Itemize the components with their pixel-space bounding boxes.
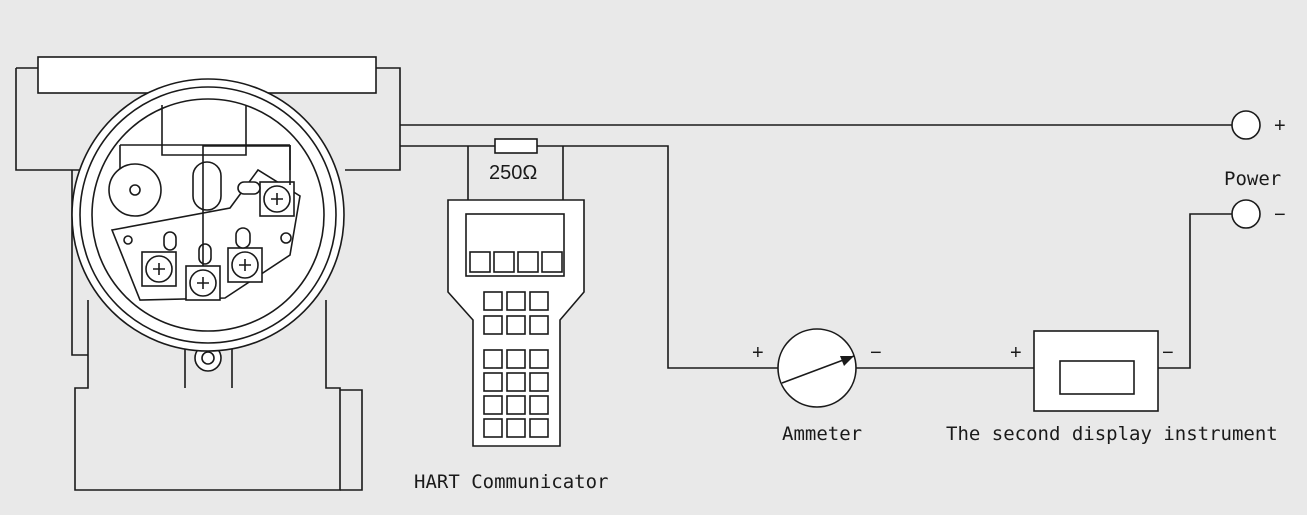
- transmitter-side-block: [340, 389, 363, 491]
- display-label: The second display instrument: [946, 423, 1278, 445]
- transmitter-plug-inner: [201, 351, 215, 365]
- terminal-3-cross: [239, 259, 251, 271]
- hart-key[interactable]: [483, 315, 503, 335]
- hart-key[interactable]: [529, 349, 549, 369]
- hart-key[interactable]: [506, 291, 526, 311]
- hart-key[interactable]: [483, 372, 503, 392]
- transmitter-inner-slot: [161, 105, 247, 156]
- wire-through-resistor: [400, 145, 778, 369]
- power-supply: [1231, 110, 1261, 229]
- display-plus-sign: +: [1010, 342, 1022, 364]
- power-plus-sign: +: [1274, 115, 1286, 137]
- terminal-screw-3: [227, 227, 263, 283]
- resistor-250-ohm: [494, 138, 538, 154]
- transmitter-lower-housing: [71, 170, 341, 491]
- hart-key[interactable]: [529, 291, 549, 311]
- transmitter-dial-inner: [91, 98, 325, 332]
- hart-key[interactable]: [506, 315, 526, 335]
- display-screen: [1059, 360, 1135, 395]
- power-negative-terminal: [1231, 199, 1261, 229]
- ammeter-dial: [777, 328, 857, 408]
- ammeter-plus-sign: +: [752, 342, 764, 364]
- terminal-screw-2: [185, 243, 221, 301]
- hart-key[interactable]: [506, 372, 526, 392]
- hart-softkey-2[interactable]: [493, 251, 515, 273]
- terminal-4-tab: [237, 181, 261, 195]
- hart-key[interactable]: [529, 418, 549, 438]
- terminal-3-tab: [235, 227, 251, 249]
- display-minus-sign: −: [1162, 342, 1174, 364]
- terminal-2-cross: [197, 277, 209, 289]
- transmitter-body-frame: [15, 67, 401, 171]
- hart-softkey-1[interactable]: [469, 251, 491, 273]
- transmitter-screw-hole: [280, 232, 292, 244]
- hart-key[interactable]: [506, 418, 526, 438]
- transmitter-oval-slot: [192, 161, 222, 211]
- hart-key[interactable]: [483, 418, 503, 438]
- hart-label: HART Communicator: [414, 471, 608, 493]
- power-positive-terminal: [1231, 110, 1261, 140]
- transmitter-screw-hole-left: [123, 235, 133, 245]
- wire-hart-leads: [467, 146, 564, 200]
- ammeter-arrow-head: [840, 356, 854, 366]
- hart-key[interactable]: [529, 315, 549, 335]
- wiring: [400, 124, 1232, 369]
- transmitter-dial-ring: [79, 86, 337, 344]
- hart-softkey-4[interactable]: [541, 251, 563, 273]
- ammeter-minus-sign: −: [870, 342, 882, 364]
- ammeter-label: Ammeter: [782, 423, 862, 445]
- transmitter-knob: [108, 163, 162, 217]
- terminal-4-cross: [271, 193, 283, 205]
- hart-key[interactable]: [506, 349, 526, 369]
- terminal-screw-1: [141, 231, 177, 287]
- hart-key[interactable]: [529, 372, 549, 392]
- wire-display-to-negative: [1158, 213, 1232, 369]
- transmitter-knob-center: [129, 184, 141, 196]
- hart-keypad: [483, 291, 549, 438]
- hart-key[interactable]: [529, 395, 549, 415]
- terminal-screw-4: [237, 181, 295, 217]
- hart-key[interactable]: [506, 395, 526, 415]
- hart-key[interactable]: [483, 291, 503, 311]
- power-minus-sign: −: [1274, 204, 1286, 226]
- resistor-label: 250Ω: [489, 162, 537, 184]
- terminal-1-cross: [153, 263, 165, 275]
- terminal-1-tab: [163, 231, 177, 251]
- second-display-instrument: [1033, 330, 1159, 412]
- power-label: Power: [1224, 168, 1281, 190]
- transmitter-neck: [184, 345, 233, 388]
- hart-softkey-3[interactable]: [517, 251, 539, 273]
- hart-key[interactable]: [483, 395, 503, 415]
- ammeter: [777, 328, 857, 408]
- inner-wire: [202, 145, 291, 266]
- transmitter: [15, 56, 401, 491]
- hart-key[interactable]: [483, 349, 503, 369]
- hart-communicator: [447, 199, 585, 447]
- terminal-2-tab: [198, 243, 212, 265]
